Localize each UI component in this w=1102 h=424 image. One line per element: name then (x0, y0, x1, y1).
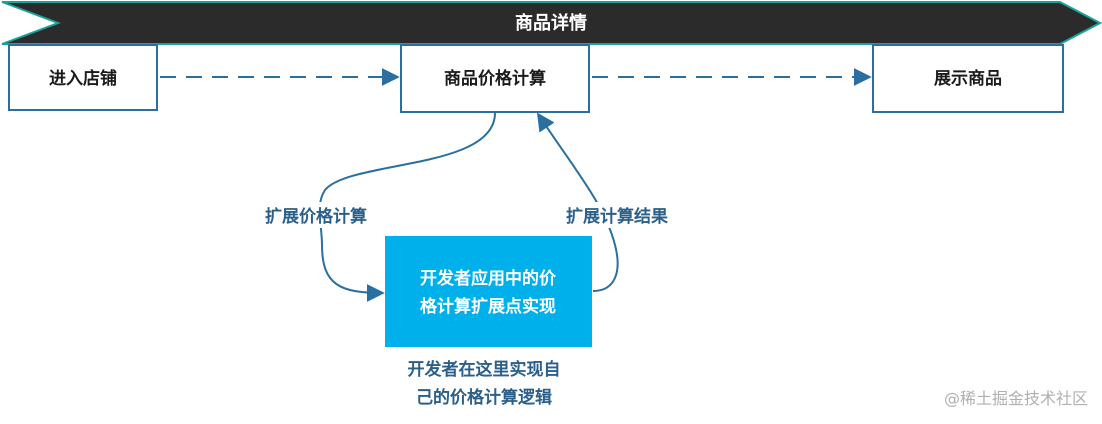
price-calc-label: 商品价格计算 (444, 68, 546, 89)
banner-title: 商品详情 (515, 12, 587, 34)
curve-arrow-extend-result (537, 112, 619, 292)
show-product-label: 展示商品 (934, 68, 1002, 89)
enter-store-box (8, 44, 158, 111)
curve-arrow-extend-calc (318, 112, 496, 302)
enter-store-label: 进入店铺 (49, 68, 117, 89)
show-product-box (872, 44, 1064, 113)
note-line-1: 开发者在这里实现自 (408, 359, 561, 380)
watermark: @稀土掘金技术社区 (944, 389, 1088, 408)
edge-label-extend-result: 扩展计算结果 (566, 206, 668, 227)
edge-label-right-bg (553, 202, 681, 228)
edge-label-extend-calc: 扩展价格计算 (265, 206, 367, 227)
extension-line-2: 格计算扩展点实现 (420, 296, 556, 317)
note-line-2: 己的价格计算逻辑 (416, 387, 552, 408)
edge-label-left-bg (250, 202, 380, 228)
price-calc-box (400, 44, 590, 113)
extension-point-box (385, 236, 592, 347)
extension-line-1: 开发者应用中的价 (420, 268, 557, 289)
